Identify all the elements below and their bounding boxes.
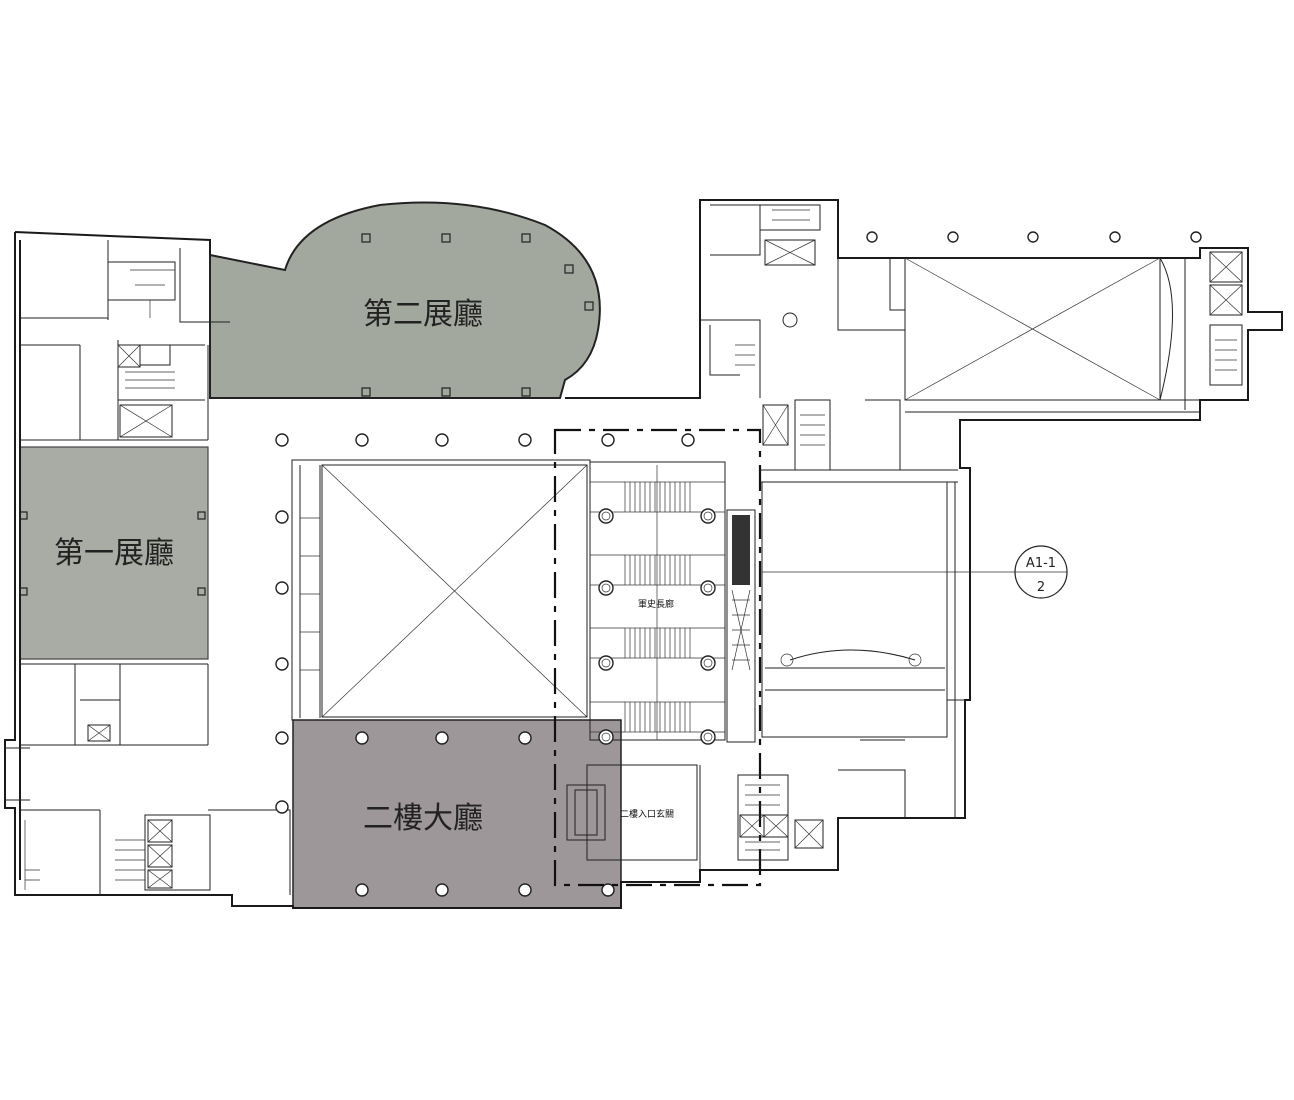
gallery-1-area[interactable]: [19, 446, 209, 660]
gallery-2-columns: [361, 233, 594, 397]
escalator: [726, 509, 756, 743]
lower-right-core: [699, 739, 906, 870]
section-tag: A1-1 2: [1014, 545, 1068, 599]
gallery-2-label: 第二展廳: [363, 297, 483, 332]
entrance-foyer-label: 二樓入口玄關: [620, 808, 674, 820]
right-wing-void: [889, 251, 1243, 413]
outer-walls: [4, 199, 1283, 909]
lobby-columns: [355, 731, 615, 897]
entrance-foyer: 二樓入口玄關: [566, 764, 698, 861]
history-corridor-label: 軍史長廊: [638, 598, 674, 610]
section-tag-top: A1-1: [1026, 556, 1056, 571]
upper-right-wing: [700, 204, 1202, 483]
section-tag-bottom: 2: [1037, 580, 1045, 595]
right-hall: [761, 481, 1015, 818]
gallery-1-label: 第一展廳: [54, 536, 174, 571]
left-columns: [275, 433, 695, 814]
gallery-2-area[interactable]: [209, 201, 601, 399]
gallery-1-columns: [19, 511, 206, 596]
left-wing-interior: [20, 240, 291, 895]
dashed-boundary: [553, 428, 762, 887]
atrium-void: [291, 459, 591, 721]
lobby-2f-label: 二樓大廳: [363, 801, 483, 836]
history-corridor: 軍史長廊: [589, 461, 726, 745]
